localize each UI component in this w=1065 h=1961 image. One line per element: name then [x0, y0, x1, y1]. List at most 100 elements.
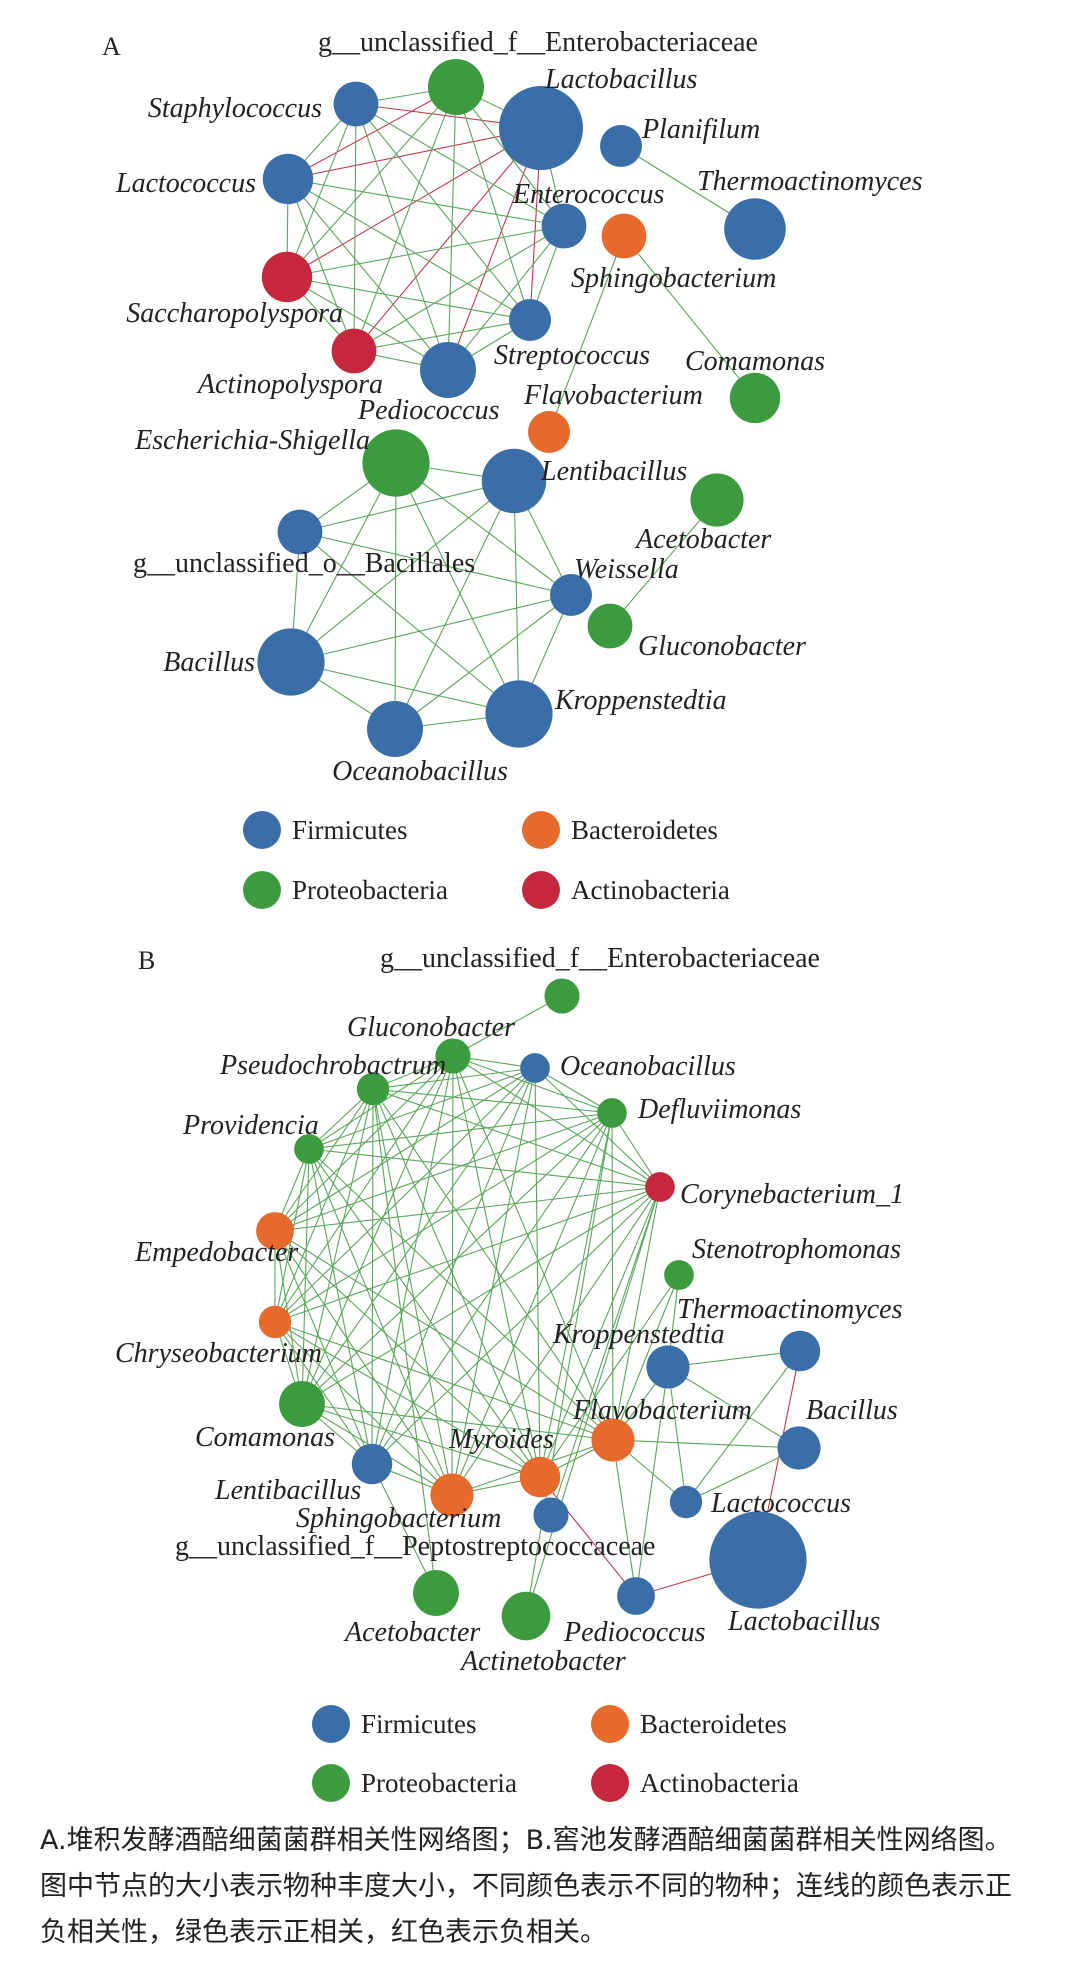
- node-label-lactoc: Lactococcus: [710, 1488, 851, 1519]
- node-label-stenot: Stenotrophomonas: [692, 1234, 901, 1265]
- node-label-enterobact: g__unclassified_f__Enterobacteriaceae: [380, 943, 820, 974]
- node-planif: [600, 125, 642, 167]
- node-label-thermo: Thermoactinomyces: [677, 1294, 903, 1325]
- node-label-lactob: Lactobacillus: [727, 1606, 881, 1637]
- edge-coryne-comam-positive: [301, 1186, 661, 1405]
- edge-empedo-myroides-positive: [274, 1230, 541, 1478]
- edge-provid-coryne-positive: [308, 1148, 661, 1188]
- panel-b-letter: B: [138, 946, 155, 975]
- legend-swatch-bacteroidetes: [522, 811, 560, 849]
- node-lactoc: [669, 1485, 703, 1519]
- edge-pseudo-lenti-positive: [371, 1088, 374, 1465]
- edge-pseudo-oceano-positive: [372, 1067, 536, 1090]
- edge-defluv-actinet-positive: [525, 1112, 613, 1617]
- edge-staph-strep-positive: [355, 103, 531, 321]
- node-label-flavo: Flavobacterium: [523, 380, 703, 411]
- edge-pseudo-myroides-positive: [372, 1088, 541, 1478]
- node-label-oceano: Oceanobacillus: [332, 756, 508, 787]
- node-label-escher: Escherichia-Shigella: [134, 425, 370, 456]
- edge-kroppen-pedio-positive: [635, 1366, 669, 1597]
- node-label-bacillus: Bacillus: [806, 1395, 898, 1426]
- node-label-comam: Comamonas: [195, 1422, 335, 1453]
- edge-oceano-myroides-positive: [534, 1067, 541, 1478]
- edge-entero-sacch-positive: [286, 225, 565, 278]
- edge-staph-sacch-positive: [286, 103, 357, 278]
- edge-defluv-sphingo-positive: [451, 1112, 613, 1496]
- edge-coryne-chryseo-positive: [274, 1186, 661, 1323]
- edge-sacch-strep-positive: [286, 276, 531, 321]
- node-enterobact: [544, 978, 580, 1014]
- edge-pseudo-defluv-positive: [372, 1088, 613, 1114]
- edge-oceano-coryne-positive: [534, 1067, 661, 1188]
- legend-label-bacteroidetes: Bacteroidetes: [571, 815, 718, 845]
- legend-swatch-proteobacteria: [243, 871, 281, 909]
- node-label-actino: Actinopolyspora: [196, 369, 383, 400]
- edge-oceano-lenti-positive: [371, 1067, 536, 1465]
- edge-chryseo-lenti-positive: [274, 1321, 373, 1465]
- node-label-aceto: Acetobacter: [634, 524, 771, 555]
- edge-defluv-myroides-positive: [539, 1112, 613, 1478]
- edge-sacch-pedio-positive: [286, 276, 449, 371]
- edge-glucono-comam-positive: [301, 1055, 454, 1405]
- node-myroides: [519, 1456, 561, 1498]
- edge-escher-kroppen-positive: [395, 462, 520, 715]
- edge-coryne-myroides-positive: [539, 1186, 661, 1478]
- node-sphingo: [430, 1473, 474, 1517]
- panel-a-nodes: [257, 59, 786, 757]
- edge-oceano-comam-positive: [301, 1067, 536, 1405]
- edge-aceto-glucono-positive: [609, 499, 718, 627]
- node-escher: [362, 429, 430, 497]
- edge-stenot-flavo-positive: [612, 1274, 680, 1441]
- node-oceano: [520, 1053, 550, 1083]
- node-glucono: [587, 603, 633, 649]
- edge-pseudo-aceto-positive: [372, 1088, 437, 1594]
- node-bacillus: [257, 628, 325, 696]
- edge-provid-sphingo-positive: [308, 1148, 453, 1496]
- edge-coryne-flavo-positive: [612, 1186, 661, 1441]
- node-pepto: [533, 1497, 569, 1533]
- node-glucono: [435, 1038, 471, 1074]
- node-label-pepto: g__unclassified_f__Peptostreptococcaceae: [175, 1531, 655, 1562]
- edge-empedo-flavo-positive: [274, 1230, 614, 1441]
- legend-swatch-actinobacteria: [591, 1764, 629, 1802]
- edge-kroppen-lactoc-positive: [667, 1366, 687, 1503]
- node-label-kroppen: Kroppenstedtia: [554, 685, 727, 716]
- node-chryseo: [258, 1305, 292, 1339]
- node-lenti: [351, 1443, 393, 1485]
- node-pseudo: [356, 1072, 390, 1106]
- correlation-network-figure: A g__unclassified_f__EnterobacteriaceaeS…: [102, 27, 923, 1802]
- legend-label-actinobacteria: Actinobacteria: [571, 875, 730, 905]
- legend-label-bacteroidetes: Bacteroidetes: [640, 1709, 787, 1739]
- edge-enterobact-lactoc-negative: [287, 86, 457, 180]
- node-label-weiss: Weissella: [574, 554, 679, 585]
- node-label-sphingo: Sphingobacterium: [296, 1503, 501, 1534]
- node-label-chryseo: Chryseobacterium: [115, 1338, 322, 1369]
- edge-lenti-oceano-positive: [394, 480, 515, 730]
- edge-enterobact-glucono-positive: [452, 995, 563, 1057]
- node-aceto: [690, 473, 744, 527]
- legend-swatch-proteobacteria: [312, 1764, 350, 1802]
- node-label-planif: Planifilum: [641, 114, 760, 145]
- edge-bacillus-kroppen-positive: [290, 661, 520, 715]
- node-flavo: [591, 1418, 635, 1462]
- legend-label-actinobacteria: Actinobacteria: [640, 1768, 799, 1798]
- node-defluv: [597, 1098, 627, 1128]
- edge-enterobact-entero-positive: [455, 86, 565, 227]
- edge-defluv-chryseo-positive: [274, 1112, 613, 1323]
- edge-lactob-sacch-negative: [286, 127, 542, 278]
- node-flavo: [528, 411, 570, 453]
- node-oceano: [367, 701, 423, 757]
- node-label-bacillales: g__unclassified_o__Bacillales: [133, 548, 475, 579]
- edge-glucono-empedo-positive: [274, 1055, 454, 1232]
- edge-thermo-lactoc-positive: [685, 1350, 801, 1503]
- edge-coryne-pepto-positive: [550, 1186, 661, 1516]
- edge-coryne-actinet-positive: [525, 1186, 661, 1617]
- edge-oceano-empedo-positive: [274, 1067, 536, 1232]
- edge-oceano-provid-positive: [308, 1067, 536, 1150]
- edge-enterobact-strep-positive: [455, 86, 531, 321]
- edge-defluv-empedo-positive: [274, 1112, 613, 1232]
- edge-coryne-sphingo-positive: [451, 1186, 661, 1496]
- node-stenot: [664, 1260, 694, 1290]
- edge-defluv-flavo-positive: [611, 1112, 614, 1441]
- node-label-bacillus: Bacillus: [163, 647, 255, 678]
